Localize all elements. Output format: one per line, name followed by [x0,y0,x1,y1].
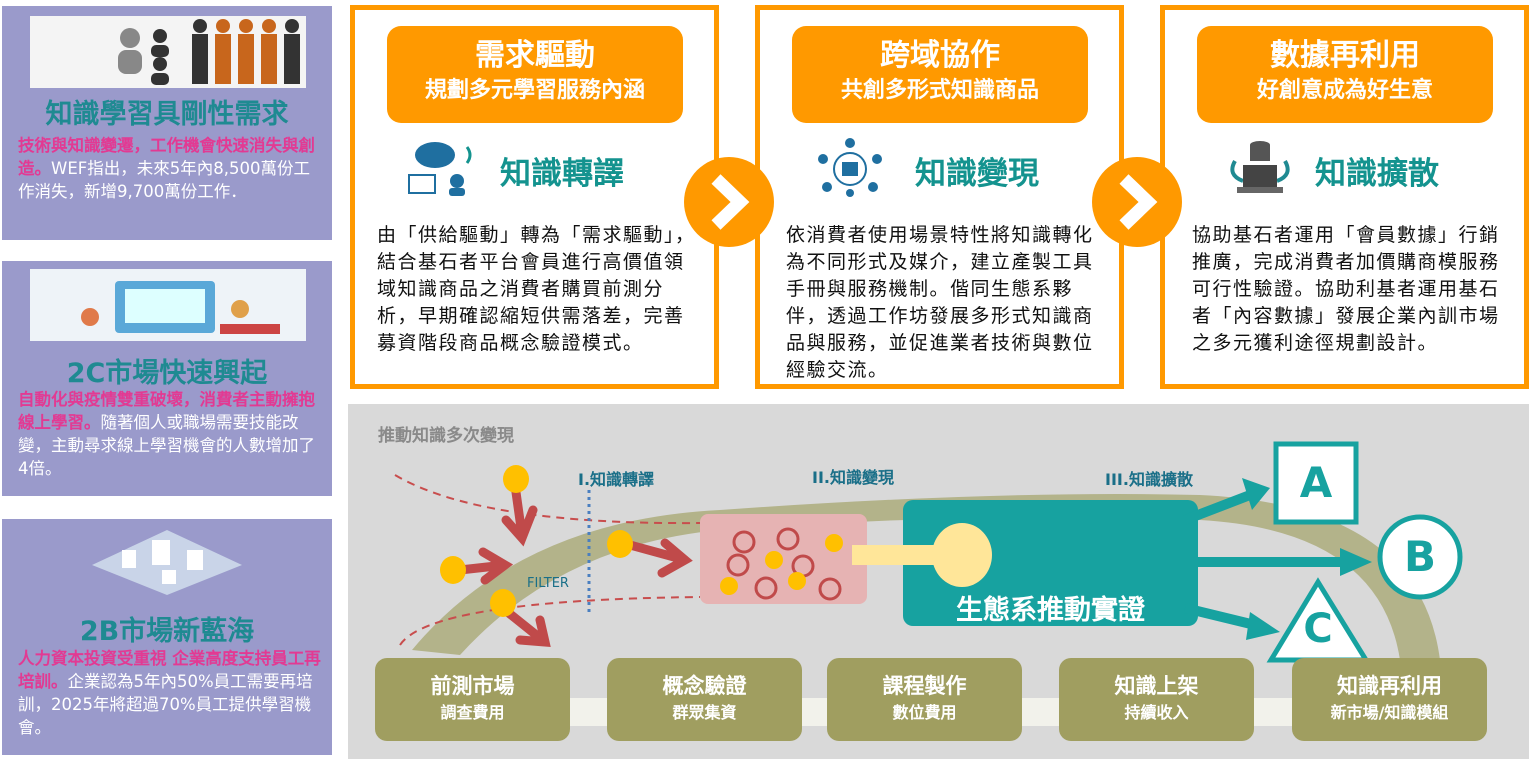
funnel-top-line [394,474,701,525]
connector-bar [852,545,942,565]
step-subtitle: 調查費用 [440,703,505,722]
ecosystem-label: 生態系推動實證 [956,595,1145,626]
card-subtitle: 共創多形式知識商品 [840,78,1039,103]
step-market-pretest: 前測市場調查費用 [375,658,570,741]
stage-label-monetization: II.知識變現 [812,468,894,487]
outcome-c-label: C [1303,606,1333,652]
step-title: 知識再利用 [1337,674,1442,698]
outcome-b-circle [1377,514,1463,600]
database-cycle-icon [1230,141,1290,193]
panel-body: 企業認為5年內50%員工需要再培訓，2025年將超過70%員工提供學習機會。 [18,672,313,737]
card-cross-domain: 跨域協作共創多形式知識商品 知識變現 依消費者使用場景特性將知識轉化為不同形式及… [755,5,1124,389]
knowledge-dots [440,465,633,617]
step-subtitle: 數位費用 [892,703,957,722]
card-heading: 知識變現 [915,156,1039,192]
step-subtitle: 新市場/知識模組 [1330,703,1449,722]
panel-highlight: 技術與知識變遷，工作機會快速消失與創造。 [18,136,315,178]
outcome-a-box [1273,441,1359,525]
funnel-bottom-line [399,596,701,646]
card-subtitle: 好創意成為好生意 [1256,78,1433,103]
step-knowledge-reuse: 知識再利用新市場/知識模組 [1292,658,1487,741]
card-subtitle: 規劃多元學習服務內涵 [424,78,645,103]
outcome-a-label: A [1299,458,1333,507]
chevron-right-icon [1092,157,1182,247]
stage-label-diffusion: III.知識擴散 [1105,470,1193,489]
panel-body: 隨著個人或職場需要技能改變，主動尋求線上學習機會的人數增加了4倍。 [18,413,315,478]
panel-highlight: 自動化與疫情雙重破壞，消費者主動擁抱線上學習。 [18,390,315,432]
step-title: 概念驗證 [662,674,747,698]
product-circles [726,527,842,601]
card-header: 數據再利用好創意成為好生意 [1197,26,1493,123]
network-hub-icon [818,138,882,197]
panel-title: 2B市場新藍海 [79,616,255,647]
card-demand-driven: 需求驅動規劃多元學習服務內涵 知識轉譯 由「供給驅動」轉為「需求驅動」，結合基石… [350,5,719,389]
city-illustration-icon [92,530,242,595]
step-subtitle: 群眾集資 [672,703,737,722]
card-data-reuse: 數據再利用好創意成為好生意 知識擴散 協助基石者運用「會員數據」行銷推廣，完成消… [1160,5,1529,389]
step-course-production: 課程製作數位費用 [827,658,1022,741]
card-title: 需求驅動 [475,38,595,73]
cloud-people-icon [408,142,472,196]
card-body: 協助基石者運用「會員數據」行銷推廣，完成消費者加價購商模服務可行性驗證。協助利基… [1192,224,1500,354]
card-body: 由「供給驅動」轉為「需求驅動」，結合基石者平台會員進行高價值領域知識商品之消費者… [377,224,696,354]
panel-title: 知識學習具剛性需求 [45,99,289,130]
step-title: 課程製作 [882,674,967,698]
chevron-right-icon [684,157,774,247]
outcome-arrows [1178,478,1372,640]
panel-text: 自動化與疫情雙重破壞，消費者主動擁抱線上學習。隨著個人或職場需要技能改變，主動尋… [18,388,322,480]
panel-text: 人力資本投資受重視 企業高度支持員工再培訓。企業認為5年內50%員工需要再培訓，… [18,647,322,739]
people-illustration [30,16,306,88]
online-learning-illustration [30,269,306,341]
card-title: 數據再利用 [1270,38,1420,73]
filter-label: FILTER [527,576,569,591]
card-heading: 知識轉譯 [500,156,624,192]
card-header: 需求驅動規劃多元學習服務內涵 [387,26,683,123]
panel-body: WEF指出，未來5年內8,500萬份工作消失，新增9,700萬份工作． [18,159,310,201]
panel-rigid-demand: 知識學習具剛性需求 技術與知識變遷，工作機會快速消失與創造。WEF指出，未來5年… [2,6,332,240]
card-body: 依消費者使用場景特性將知識轉化為不同形式及媒介，建立產製工具手冊與服務機制。偕同… [786,224,1094,381]
step-subtitle: 持續收入 [1124,703,1189,722]
flow-title: 推動知識多次變現 [378,426,514,446]
panel-2b-market: 2B市場新藍海 人力資本投資受重視 企業高度支持員工再培訓。企業認為5年內50%… [2,519,332,755]
outcome-b-label: B [1403,532,1436,581]
computer-learners-icon [81,281,280,334]
card-title: 跨域協作 [880,38,1000,73]
card-header: 跨域協作共創多形式知識商品 [792,26,1088,123]
stage-label-translation: I.知識轉譯 [578,470,655,489]
card-heading: 知識擴散 [1315,156,1439,192]
people-icon [118,19,300,85]
step-knowledge-listing: 知識上架持續收入 [1059,658,1254,741]
step-title: 知識上架 [1114,674,1199,698]
panel-title: 2C市場快速興起 [66,358,268,389]
connector-node [932,523,992,587]
flow-arc [412,494,1440,660]
panel-highlight: 人力資本投資受重視 企業高度支持員工再培訓。 [18,649,321,691]
product-dots [720,534,843,595]
panel-2c-market: 2C市場快速興起 自動化與疫情雙重破壞，消費者主動擁抱線上學習。隨著個人或職場需… [2,261,332,496]
step-title: 前測市場 [430,674,515,698]
panel-text: 技術與知識變遷，工作機會快速消失與創造。WEF指出，未來5年內8,500萬份工作… [18,134,322,203]
step-proof-of-concept: 概念驗證群眾集資 [607,658,802,741]
